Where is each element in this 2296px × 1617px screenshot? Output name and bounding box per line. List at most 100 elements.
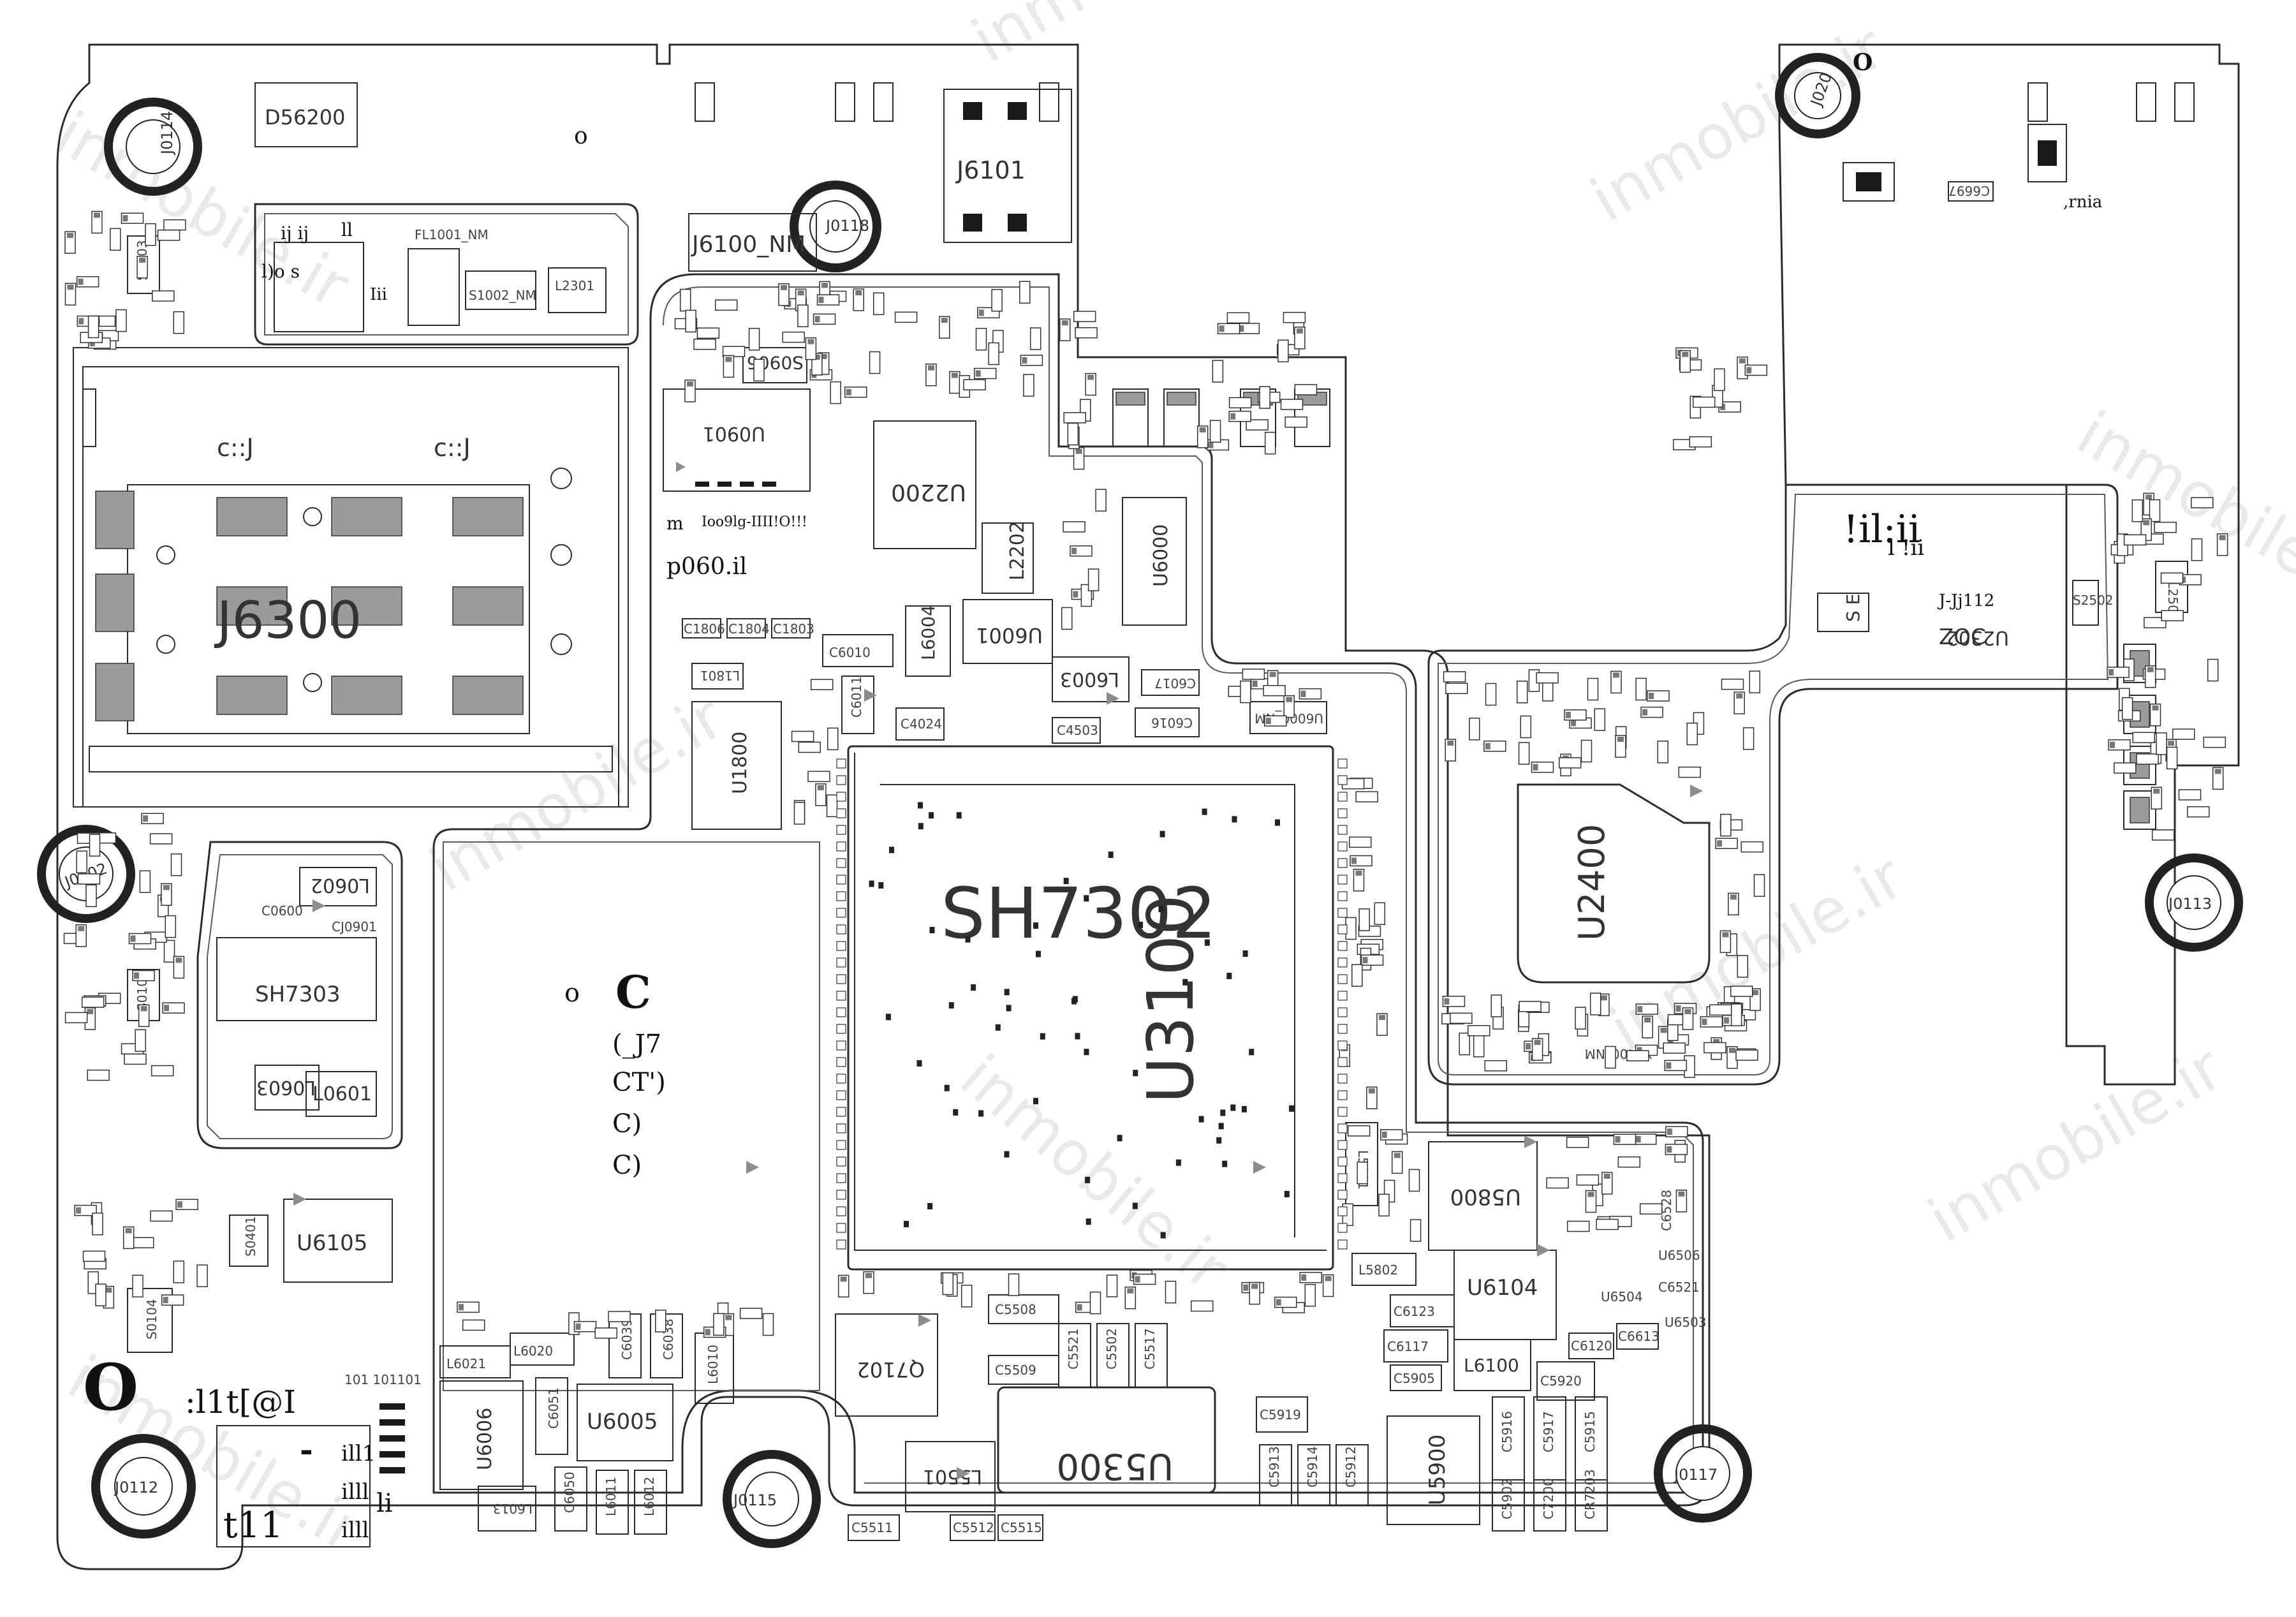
passive-pad [817, 785, 824, 790]
svg-text:C5521: C5521 [1066, 1328, 1081, 1370]
component-c6117: C6117 [1383, 1329, 1448, 1362]
svg-text:illl: illl [341, 1517, 369, 1543]
component-c6017: C6017 [1141, 669, 1200, 696]
passive-footprint [1226, 312, 1250, 324]
passive-footprint [1546, 1177, 1569, 1189]
soc-edge-pad [1337, 1057, 1348, 1067]
svg-text:C6039: C6039 [619, 1318, 635, 1360]
passive-pad [1276, 1299, 1281, 1306]
passive-footprint [753, 358, 765, 382]
passive-pad [1444, 998, 1450, 1005]
soc-ball [1202, 808, 1207, 815]
svg-text:SH7303: SH7303 [255, 982, 341, 1007]
passive-footprint [150, 1210, 173, 1222]
passive-pad [67, 233, 73, 239]
svg-text:CT'): CT') [612, 1068, 666, 1097]
soc-ball [1071, 998, 1077, 1005]
soc-ball [929, 927, 935, 934]
shield-top-left-content: ij ij l)o s Iii ll FL1001_NM S1002_NM L2… [261, 219, 607, 332]
passive-pad [1071, 547, 1077, 554]
svg-text:!il:ii: !il:ii [1843, 507, 1920, 552]
passive-pad [89, 339, 95, 346]
sim-label-right: c::J [434, 434, 471, 462]
passive-pad [1208, 441, 1214, 448]
passive-footprint [762, 1313, 774, 1336]
passive-pad [125, 1228, 132, 1234]
passive-pad [76, 1207, 82, 1214]
shield-sh7303 [196, 841, 403, 1149]
soc-ball [1004, 989, 1010, 996]
soc-ball [878, 882, 884, 889]
svg-text:U6001: U6001 [976, 623, 1043, 647]
soc-edge-pad [1337, 858, 1348, 868]
passive-footprint [1635, 677, 1647, 701]
passive-footprint [1689, 436, 1712, 448]
soc-ball [1230, 1104, 1236, 1111]
passive-footprint [2191, 497, 2214, 508]
passive-pad [781, 284, 787, 290]
svg-text:L5501: L5501 [923, 1465, 982, 1488]
svg-text:S0104: S0104 [144, 1299, 159, 1340]
soc-edge-pad [1337, 875, 1348, 885]
component-c6123: C6123 [1390, 1294, 1455, 1327]
svg-text:C5915: C5915 [1582, 1411, 1598, 1452]
svg-text:-: - [300, 1431, 313, 1468]
component-q7102: Q7102 [835, 1313, 938, 1417]
passive-pad [2214, 769, 2221, 774]
passive-footprint [1349, 836, 1372, 848]
soc-edge-pad [1337, 1140, 1348, 1150]
watermark: inmobile.ir [960, 0, 1278, 77]
passive-footprint [163, 940, 175, 963]
passive-pad [1447, 741, 1454, 746]
passive-footprint [2178, 789, 2202, 801]
passive-footprint [1740, 841, 1763, 853]
component-c6016: C6016 [1135, 707, 1200, 737]
component-u6006: U6006 [439, 1380, 524, 1490]
passive-pad [821, 283, 828, 288]
svg-text:U6104: U6104 [1467, 1275, 1538, 1301]
passive-pad [1730, 894, 1737, 900]
small-parts-left: S0401 S0104 S0102 S0103 [127, 235, 269, 1353]
passive-footprint [1061, 607, 1073, 630]
passive-footprint [869, 351, 881, 374]
passive-footprint [151, 1065, 174, 1077]
passive-footprint [810, 679, 834, 690]
soc-edge-pad [836, 941, 846, 951]
svg-text:L6012: L6012 [642, 1477, 657, 1516]
passive-pad [1678, 1191, 1685, 1197]
soc-ball [1033, 1098, 1038, 1105]
svg-text:O: O [1853, 49, 1873, 76]
svg-text:C5912: C5912 [1343, 1446, 1358, 1488]
soc-ball [1242, 950, 1248, 957]
svg-text:L6100: L6100 [1464, 1355, 1519, 1376]
passive-pad [459, 1304, 464, 1311]
passive-footprint [1596, 1218, 1619, 1230]
svg-text:l !ii: l !ii [1888, 535, 1924, 561]
soc-ball [1132, 1202, 1138, 1209]
passive-footprint [2151, 829, 2175, 841]
passive-footprint [1443, 671, 1466, 683]
passive-footprint [163, 219, 186, 231]
svg-text:C4024: C4024 [901, 716, 942, 732]
ring-j0117: J0117 [1654, 1424, 1752, 1523]
svg-text:C5517: C5517 [1142, 1328, 1158, 1370]
passive-footprint [1692, 396, 1716, 408]
soc-edge-pad [836, 775, 846, 785]
svg-text:C6011: C6011 [849, 676, 864, 718]
shield-top-left [254, 203, 639, 346]
soc-edge-pad [836, 1107, 846, 1117]
passive-pad [705, 1329, 710, 1336]
passive-pad [87, 1009, 94, 1014]
passive-pad [978, 309, 984, 316]
passive-footprint [679, 288, 691, 312]
passive-footprint [131, 1237, 154, 1248]
passive-pad [67, 284, 74, 290]
svg-text:C6051: C6051 [546, 1387, 561, 1429]
soc-ball [1182, 978, 1188, 986]
passive-footprint [81, 996, 105, 1008]
passive-footprint [2161, 610, 2184, 621]
component-u6005: U6005 [577, 1384, 673, 1461]
soc-edge-pad [836, 1206, 846, 1216]
passive-footprint [1485, 683, 1497, 706]
ring-j0113: J0113 [2145, 853, 2243, 952]
